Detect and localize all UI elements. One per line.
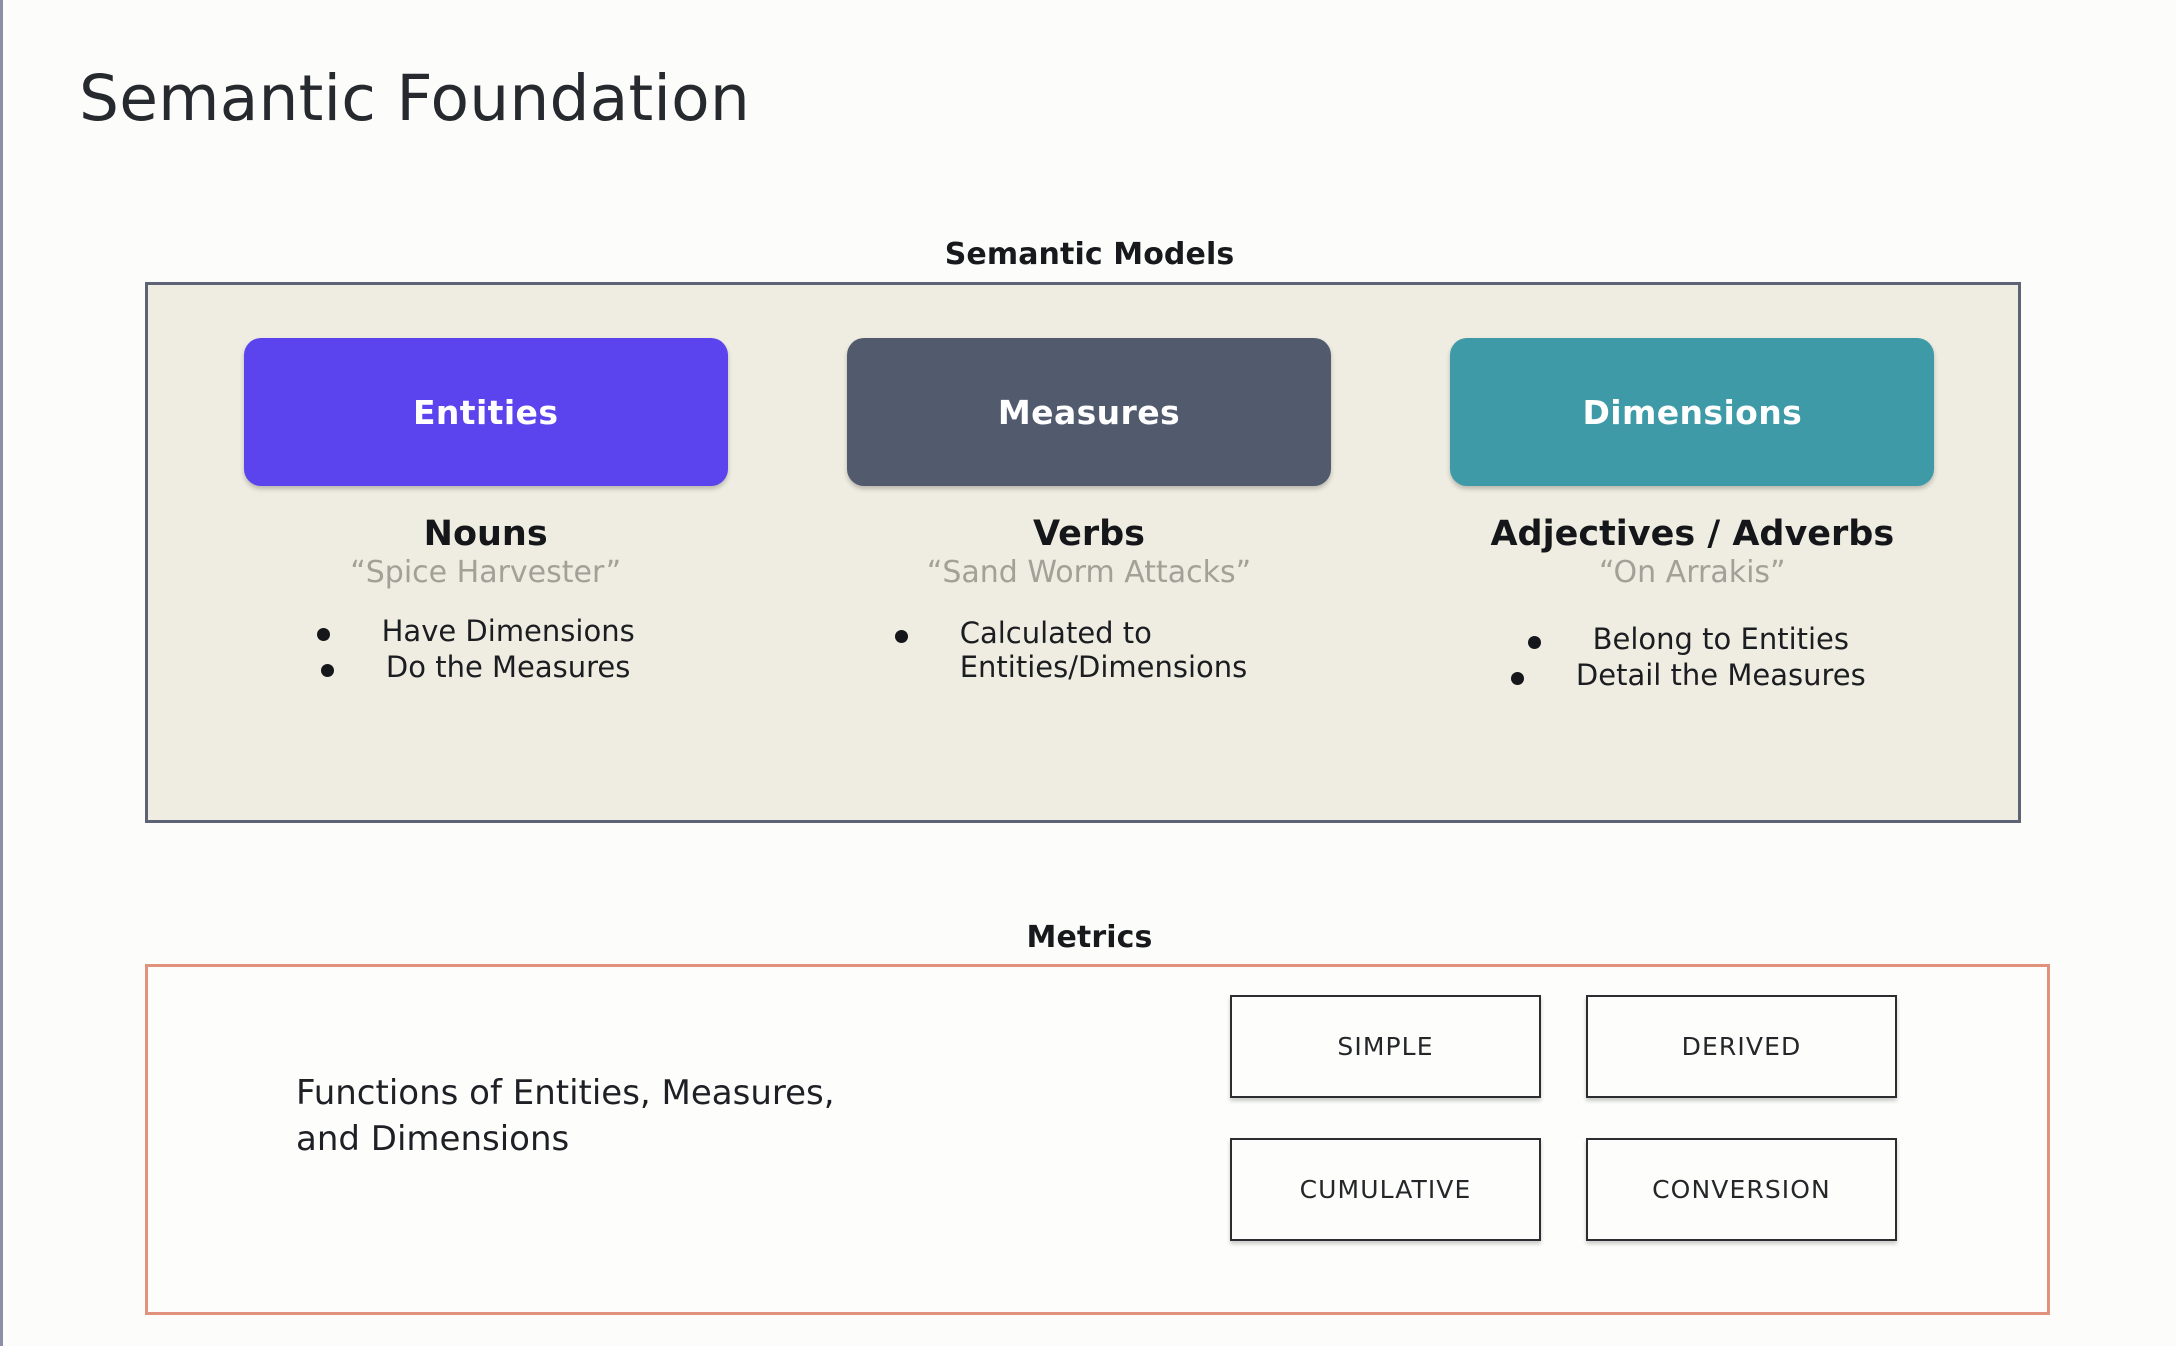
dimensions-bullet-list: Belong to Entities Detail the Measures (1399, 622, 1978, 694)
list-item-label: Have Dimensions (381, 614, 635, 649)
entities-bullet-list: Have Dimensions Do the Measures (186, 614, 765, 686)
page-title: Semantic Foundation (79, 62, 750, 135)
list-item-label: Calculated to Entities/Dimensions (959, 616, 1248, 684)
bullet-dot-icon (320, 663, 334, 677)
metrics-type-grid: SIMPLE DERIVED CUMULATIVE CONVERSION (1230, 995, 1897, 1241)
list-item: Do the Measures (320, 649, 631, 685)
bullet-dot-icon (894, 630, 908, 644)
measures-part-of-speech: Verbs (1032, 514, 1146, 554)
list-item: Calculated to Entities/Dimensions (894, 616, 1248, 684)
metrics-description: Functions of Entities, Measures, and Dim… (296, 1073, 835, 1159)
entities-example: “Spice Harvester” (350, 555, 622, 591)
semantic-models-panel: Entities Nouns “Spice Harvester” Have Di… (145, 282, 2021, 823)
measures-pill[interactable]: Measures (846, 338, 1331, 486)
column-dimensions: Dimensions Adjectives / Adverbs “On Arra… (1387, 285, 2018, 820)
bullet-dot-icon (1527, 636, 1541, 650)
metric-type-cumulative[interactable]: CUMULATIVE (1230, 1138, 1541, 1241)
dimensions-example: “On Arrakis” (1599, 555, 1786, 591)
column-entities: Entities Nouns “Spice Harvester” Have Di… (148, 285, 791, 820)
list-item: Detail the Measures (1510, 657, 1866, 693)
metric-type-derived[interactable]: DERIVED (1586, 995, 1897, 1098)
metric-type-conversion[interactable]: CONVERSION (1586, 1138, 1897, 1241)
list-item-label: Do the Measures (385, 649, 631, 684)
entities-pill[interactable]: Entities (243, 338, 728, 486)
list-item-label: Detail the Measures (1575, 657, 1866, 692)
list-item: Have Dimensions (316, 614, 635, 649)
metrics-heading: Metrics (1026, 920, 1153, 955)
measures-bullet-list: Calculated to Entities/Dimensions (781, 616, 1360, 686)
list-item: Belong to Entities (1527, 622, 1850, 657)
dimensions-part-of-speech: Adjectives / Adverbs (1490, 514, 1895, 554)
bullet-dot-icon (316, 628, 330, 642)
list-item-label: Belong to Entities (1592, 622, 1850, 657)
bullet-dot-icon (1510, 671, 1524, 685)
metric-type-simple[interactable]: SIMPLE (1230, 995, 1541, 1098)
measures-example: “Sand Worm Attacks” (926, 555, 1252, 591)
entities-part-of-speech: Nouns (423, 514, 548, 554)
metrics-panel: Functions of Entities, Measures, and Dim… (145, 964, 2050, 1315)
semantic-models-heading: Semantic Models (944, 237, 1235, 272)
semantic-models-columns: Entities Nouns “Spice Harvester” Have Di… (148, 285, 2018, 820)
column-measures: Measures Verbs “Sand Worm Attacks” Calcu… (791, 285, 1386, 820)
dimensions-pill[interactable]: Dimensions (1450, 338, 1935, 486)
